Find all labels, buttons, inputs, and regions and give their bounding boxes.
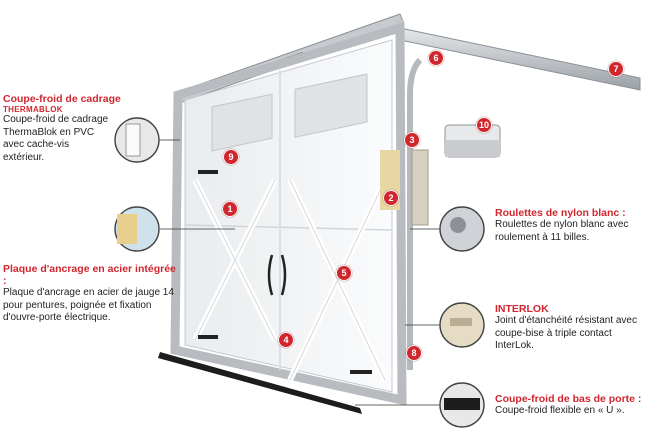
callout-interlok: INTERLOK Joint d'étanchéité résistant av… — [495, 303, 655, 353]
detail-thumb-seal — [439, 382, 485, 428]
callout-thermablok-subtitle: THERMABLOK — [3, 105, 63, 114]
detail-thumb-roulettes — [439, 206, 485, 252]
callout-plaque-title: Plaque d'ancrage en acier intégrée : — [3, 263, 176, 287]
curved-track — [407, 57, 423, 370]
badge-10: 10 — [476, 117, 492, 133]
badge-7: 7 — [608, 61, 624, 77]
detail-thumb-thermablok — [114, 117, 160, 163]
callout-roulettes: Roulettes de nylon blanc : Roulettes de … — [495, 207, 655, 244]
badge-4: 4 — [278, 332, 294, 348]
badge-6: 6 — [428, 50, 444, 66]
callout-roulettes-title: Roulettes de nylon blanc : — [495, 207, 626, 219]
opener-motor — [444, 124, 501, 158]
detail-thumb-interlok — [439, 302, 485, 348]
callout-thermablok-title: Coupe-froid de cadrage — [3, 93, 121, 105]
callout-thermablok-description: Coupe-froid de cadrage ThermaBlok en PVC… — [3, 114, 109, 163]
badge-9: 9 — [223, 149, 239, 165]
callout-interlok-description: Joint d'étanchéité résistant avec coupe-… — [495, 315, 637, 351]
callout-interlok-title: INTERLOK — [495, 303, 549, 315]
badge-2: 2 — [383, 190, 399, 206]
callout-coupefroid-bas-title: Coupe-froid de bas de porte : — [495, 393, 642, 405]
callout-plaque-description: Plaque d'ancrage en acier de jauge 14 po… — [3, 287, 174, 323]
badge-3: 3 — [404, 132, 420, 148]
door-frame — [170, 21, 407, 406]
badge-8: 8 — [406, 345, 422, 361]
callout-roulettes-description: Roulettes de nylon blanc avec roulement … — [495, 219, 629, 243]
door-body — [184, 39, 393, 393]
side-bracket — [411, 149, 429, 226]
detail-thumb-plaque — [114, 206, 160, 252]
callout-coupefroid-bas: Coupe-froid de bas de porte : Coupe-froi… — [495, 393, 655, 418]
badge-1: 1 — [222, 201, 238, 217]
callout-coupefroid-bas-description: Coupe-froid flexible en « U ». — [495, 405, 625, 416]
callout-thermablok: Coupe-froid de cadrage THERMABLOK Coupe-… — [3, 93, 133, 164]
badge-5: 5 — [336, 265, 352, 281]
callout-plaque: Plaque d'ancrage en acier intégrée : Pla… — [3, 263, 178, 325]
bottom-seal — [158, 352, 362, 414]
